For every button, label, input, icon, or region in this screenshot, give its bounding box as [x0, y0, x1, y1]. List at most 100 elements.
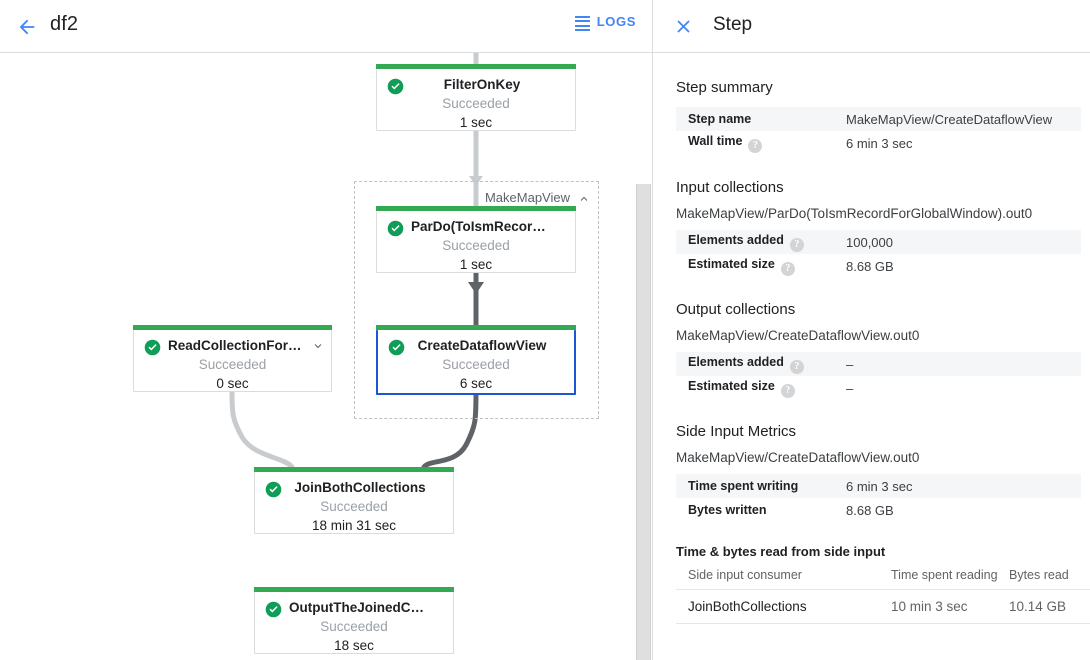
side-input-read-table: Side input consumer Time spent reading B…	[676, 565, 1090, 624]
help-icon[interactable]: ?	[789, 359, 804, 374]
row-value: 100,000	[846, 234, 893, 250]
logs-button[interactable]: LOGS	[574, 14, 636, 31]
check-circle-icon	[265, 481, 282, 498]
node-title: CreateDataflowView	[417, 338, 547, 353]
table-row: Elements added? 100,000	[676, 230, 1081, 254]
graph-node-create-dataflow-view[interactable]: CreateDataflowView Succeeded 6 sec	[376, 325, 576, 395]
hamburger-icon	[574, 15, 590, 31]
section-heading-side-input-read: Time & bytes read from side input	[676, 544, 886, 559]
node-time-label: 18 min 31 sec	[311, 518, 397, 533]
output-collection-name: MakeMapView/CreateDataflowView.out0	[676, 328, 920, 343]
graph-node-filter-on-key[interactable]: FilterOnKey Succeeded 1 sec	[376, 64, 576, 131]
row-value: 8.68 GB	[846, 502, 894, 518]
input-collection-name: MakeMapView/ParDo(ToIsmRecordForGlobalWi…	[676, 206, 1033, 221]
table-row: Wall time? 6 min 3 sec	[676, 131, 1081, 155]
table-row: Step name MakeMapView/CreateDataflowView	[676, 107, 1081, 131]
step-summary-table: Step name MakeMapView/CreateDataflowView…	[676, 107, 1081, 155]
section-heading-output-collections: Output collections	[676, 301, 796, 318]
node-time-label: 18 sec	[334, 638, 374, 653]
logs-button-label: LOGS	[596, 14, 636, 29]
step-panel-body: Step summary Step name MakeMapView/Creat…	[653, 53, 1090, 660]
row-value: –	[846, 356, 854, 372]
cell-bytes-read: 10.14 GB	[1009, 589, 1090, 624]
row-key: Time spent writing	[688, 479, 799, 493]
row-value: 8.68 GB	[846, 258, 894, 274]
pane-divider	[652, 0, 653, 660]
node-status-label: Succeeded	[320, 619, 388, 634]
row-key: Estimated size?	[676, 254, 846, 278]
group-label: MakeMapView	[484, 190, 570, 205]
node-status-label: Succeeded	[442, 357, 510, 372]
group-make-map-view[interactable]: MakeMapView	[354, 181, 599, 419]
node-status-bar	[376, 325, 576, 330]
node-time-label: 0 sec	[216, 376, 249, 391]
side-input-collection-name: MakeMapView/CreateDataflowView.out0	[676, 450, 920, 465]
check-circle-icon	[265, 601, 282, 618]
graph-node-par-do-to-ism-record[interactable]: ParDo(ToIsmRecordFor… Succeeded 1 sec	[376, 206, 576, 273]
help-icon[interactable]: ?	[780, 383, 795, 398]
section-heading-input-collections: Input collections	[676, 179, 784, 196]
node-status-bar	[254, 467, 454, 472]
node-time-label: 1 sec	[459, 257, 493, 272]
step-panel-title: Step	[713, 14, 753, 35]
table-row: Elements added? –	[676, 352, 1081, 376]
check-circle-icon	[144, 339, 161, 356]
row-key: Elements added?	[676, 230, 846, 254]
job-graph-pane: df2 LOGS	[0, 12, 652, 660]
node-title: ParDo(ToIsmRecordFor…	[411, 219, 553, 234]
step-panel-header: Step	[653, 0, 1090, 53]
graph-node-join-both-collections[interactable]: JoinBothCollections Succeeded 18 min 31 …	[254, 467, 454, 534]
chevron-up-icon[interactable]	[578, 192, 590, 204]
column-header-consumer: Side input consumer	[676, 565, 891, 590]
close-icon[interactable]	[669, 12, 697, 40]
row-value: MakeMapView/CreateDataflowView	[846, 111, 1053, 127]
node-title: JoinBothCollections	[294, 480, 426, 495]
row-key: Estimated size?	[676, 376, 846, 400]
graph-vertical-scrollbar[interactable]	[636, 184, 651, 660]
graph-node-output-the-joined-collection[interactable]: OutputTheJoinedCollec… Succeeded 18 sec	[254, 587, 454, 654]
graph-node-read-collection-for-join[interactable]: ReadCollectionForJoin Succeeded 0 sec	[133, 325, 332, 392]
job-graph-canvas[interactable]: MakeMapView FilterOnKey Succeeded	[0, 53, 652, 660]
node-status-bar	[376, 206, 576, 211]
node-title: FilterOnKey	[443, 77, 521, 92]
chevron-down-icon[interactable]	[312, 339, 324, 351]
output-collections-table: Elements added? – Estimated size? –	[676, 352, 1081, 400]
node-status-bar	[254, 587, 454, 592]
row-key: Elements added?	[676, 352, 846, 376]
table-row: Estimated size? 8.68 GB	[676, 254, 1081, 278]
row-key: Step name	[688, 112, 752, 126]
row-value: 6 min 3 sec	[846, 135, 913, 151]
node-status-bar	[133, 325, 332, 330]
table-row: Estimated size? –	[676, 376, 1081, 400]
help-icon[interactable]: ?	[748, 138, 763, 153]
node-status-label: Succeeded	[198, 357, 267, 372]
row-value: 6 min 3 sec	[846, 478, 913, 494]
check-circle-icon	[388, 339, 405, 356]
row-value: –	[846, 380, 854, 396]
cell-consumer: JoinBothCollections	[676, 589, 891, 624]
step-details-panel: Step Step summary Step name MakeMapView/…	[653, 0, 1090, 660]
check-circle-icon	[387, 78, 404, 95]
node-status-bar	[376, 64, 576, 69]
node-time-label: 6 sec	[459, 376, 493, 391]
column-header-bytes-read: Bytes read	[1009, 565, 1090, 590]
node-status-label: Succeeded	[442, 238, 510, 253]
cell-time-spent-reading: 10 min 3 sec	[891, 589, 1009, 624]
help-icon[interactable]: ?	[780, 261, 795, 276]
table-header-row: Side input consumer Time spent reading B…	[676, 565, 1090, 590]
node-status-label: Succeeded	[320, 499, 388, 514]
check-circle-icon	[387, 220, 404, 237]
table-row: Bytes written 8.68 GB	[676, 498, 1081, 522]
row-key: Wall time?	[676, 131, 846, 155]
back-arrow-icon[interactable]	[12, 12, 42, 42]
input-collections-table: Elements added? 100,000 Estimated size? …	[676, 230, 1081, 278]
node-status-label: Succeeded	[442, 96, 510, 111]
section-heading-step-summary: Step summary	[676, 79, 773, 96]
node-title: OutputTheJoinedCollec…	[289, 600, 431, 615]
node-time-label: 1 sec	[459, 115, 493, 130]
help-icon[interactable]: ?	[789, 237, 804, 252]
table-row[interactable]: JoinBothCollections 10 min 3 sec 10.14 G…	[676, 589, 1090, 624]
table-row: Time spent writing 6 min 3 sec	[676, 474, 1081, 498]
row-key: Bytes written	[688, 503, 767, 517]
